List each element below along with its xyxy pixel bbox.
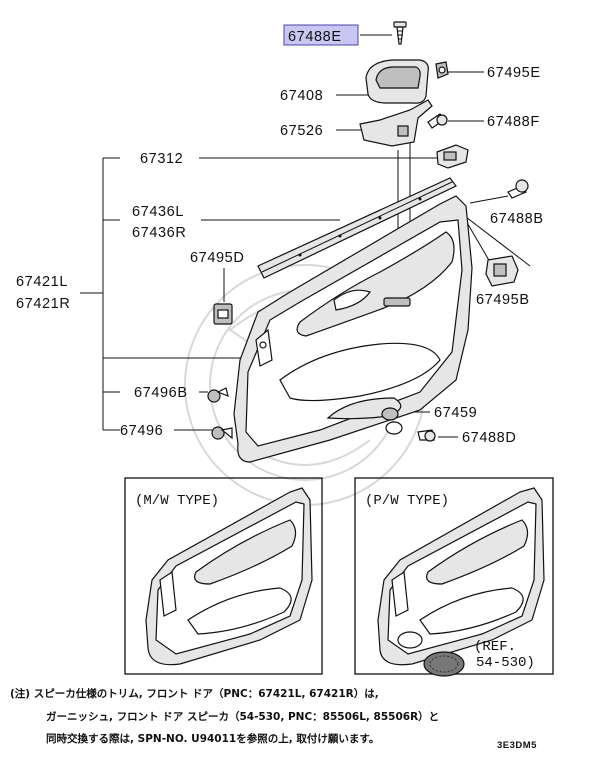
inset-frame-mw [124,477,323,675]
speaker-grille [423,651,465,677]
inset-title-pw: (P/W TYPE) [365,493,449,509]
label-67488B[interactable]: 67488B [490,211,544,227]
diagram-code: 3E3DM5 [497,740,537,751]
note-line-1: (注) スピーカ仕様のトリム, フロント ドア（PNC：67421L, 6742… [10,688,379,700]
note-line-2: ガーニッシュ, フロント ドア スピーカ（54-530, PNC：85506L,… [46,711,440,723]
ref-label-line1: (REF. [474,639,516,655]
label-67495D[interactable]: 67495D [190,250,244,266]
screw-67488B [507,179,529,199]
label-67496[interactable]: 67496 [120,423,163,439]
label-67495E[interactable]: 67495E [487,65,541,81]
highlight-box-67488E [283,24,359,46]
clip-67496B [207,387,229,403]
label-67526[interactable]: 67526 [280,123,323,139]
label-67488E[interactable]: 67488E [288,29,342,45]
label-67421L[interactable]: 67421L [16,274,68,290]
screw-67488D [417,429,436,442]
clip-67496 [211,426,233,440]
screw-67488F [427,113,448,129]
label-67436R[interactable]: 67436R [132,225,186,241]
inset-door-pw [377,487,545,666]
bracket-67495B [485,255,519,287]
bracket-67526 [359,99,433,147]
door-trim-67421 [233,195,473,463]
clip-67495E [435,61,449,79]
note-line-3: 同時交換する際は, SPN-NO. U94011を参照の上, 取付け願います。 [46,733,380,745]
label-67488D[interactable]: 67488D [462,430,516,446]
label-67421R[interactable]: 67421R [16,296,70,312]
label-67488F[interactable]: 67488F [487,114,540,130]
inset-door-mw [145,487,313,666]
ref-label-line2: 54-530) [476,655,535,671]
label-67495B[interactable]: 67495B [476,292,530,308]
clip-67495D [213,303,233,325]
clip-67312 [436,144,469,169]
screw-67488E [393,21,407,45]
label-67408[interactable]: 67408 [280,88,323,104]
label-67436L[interactable]: 67436L [132,204,184,220]
label-67496B[interactable]: 67496B [134,385,188,401]
inset-title-mw: (M/W TYPE) [135,493,219,509]
label-67312[interactable]: 67312 [140,151,183,167]
clip-67459 [381,407,403,435]
label-67459[interactable]: 67459 [434,405,477,421]
weatherstrip-67436 [257,177,457,279]
handle-cup-67408 [365,59,429,104]
part-labels: 67488E 67495E 67408 67526 67488F 67312 6… [16,29,544,446]
